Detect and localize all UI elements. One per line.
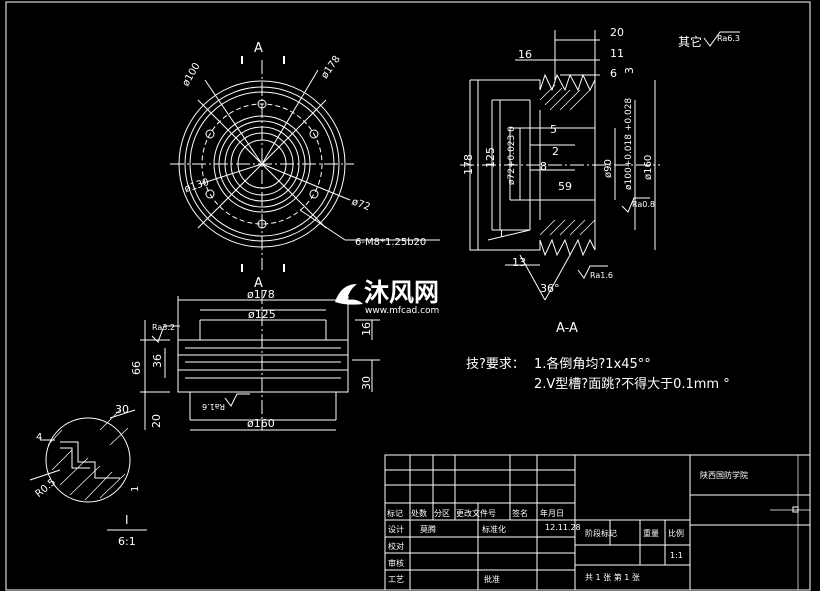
dim-36: 36 — [151, 354, 164, 368]
notes-line-2: 2.V型槽?面跳?不得大于0.1mm ° — [534, 376, 730, 392]
tb-standard: 标准化 — [482, 524, 506, 534]
title-block — [384, 454, 811, 591]
front-view — [140, 290, 380, 431]
notes-heading: 技?要求： — [466, 357, 525, 372]
tb-weight: 重量 — [643, 528, 659, 538]
dim-dia100-tol: ø100+0.018 +0.028 — [624, 98, 634, 190]
tb-approve: 批准 — [484, 574, 500, 584]
dim-3: 3 — [623, 67, 636, 74]
dim-dia178-front: ø178 — [247, 288, 275, 301]
tb-scale-value: 1:1 — [670, 551, 683, 560]
roughness-symbol-groove — [577, 265, 608, 279]
watermark-brand: 沐风网 — [364, 278, 439, 307]
tb-review: 审核 — [388, 558, 404, 568]
roughness-bore: Ra0.8 — [632, 200, 655, 209]
tb-stage: 阶段标记 — [585, 528, 617, 538]
dim-5: 5 — [550, 123, 557, 136]
tb-h-doc: 更改文件号 — [456, 508, 496, 518]
tb-design: 设计 — [388, 524, 404, 534]
dim-66: 66 — [130, 361, 143, 375]
notes-line-1: 1.各倒角均?1x45°° — [534, 356, 651, 372]
dim-13: 13 — [512, 256, 526, 269]
dim-dia125-front: ø125 — [248, 308, 276, 321]
dim-59: 59 — [558, 180, 572, 193]
section-mark-bottom: A — [254, 276, 263, 291]
section-title: A-A — [556, 321, 578, 336]
dim-11: 11 — [610, 47, 624, 60]
tb-h-date: 年月日 — [540, 508, 564, 518]
detail-dim-1: 1 — [130, 486, 141, 492]
dim-dia160-front: ø160 — [247, 417, 275, 430]
roughness-symbol-general — [703, 31, 740, 47]
watermark-url: www.mfcad.com — [365, 306, 439, 316]
detail-view — [29, 409, 147, 531]
detail-scale: 6:1 — [118, 535, 136, 548]
dim-20: 20 — [610, 26, 624, 39]
dim-16-front: 16 — [360, 322, 373, 336]
detail-dim-r05: R0.5 — [33, 477, 58, 500]
roughness-general: Ra6.3 — [717, 34, 740, 43]
section-mark-top: A — [254, 41, 263, 56]
detail-ref: I — [500, 229, 503, 240]
tb-h-sign: 签名 — [512, 508, 528, 518]
dim-125: 125 — [484, 147, 497, 168]
dim-16: 16 — [518, 48, 532, 61]
tb-designer: 莫腾 — [420, 524, 436, 534]
watermark: 沐风网 www.mfcad.com — [335, 278, 439, 316]
general-roughness-label: 其它 — [678, 34, 702, 49]
tb-school: 陕西国防学院 — [700, 470, 748, 480]
tb-scale-label: 比例 — [668, 528, 684, 538]
section-view — [460, 30, 660, 301]
tb-process: 工艺 — [388, 575, 404, 584]
tb-h-mark: 标记 — [387, 508, 403, 518]
detail-dim-30: 30 — [115, 403, 129, 416]
detail-dim-4: 4 — [36, 432, 42, 443]
dim-20-front: 20 — [150, 414, 163, 428]
dim-dia178-top: ø178 — [319, 54, 342, 81]
hole-note: 6-M8*1.25b20 — [355, 237, 426, 248]
roughness-front-top: Ra3.2 — [152, 323, 175, 332]
dim-36deg: 36° — [540, 282, 560, 295]
dim-dia72: ø72 — [350, 197, 371, 214]
dim-dia90: ø90 — [603, 159, 614, 178]
tb-sheets: 共 1 张 第 1 张 — [585, 572, 640, 582]
watermark-logo-icon — [335, 284, 363, 305]
dim-8: 8 — [540, 160, 547, 173]
tb-check: 校对 — [388, 541, 404, 551]
roughness-groove: Ra1.6 — [590, 271, 613, 280]
dim-30-front: 30 — [360, 376, 373, 390]
tb-h-zone: 分区 — [434, 509, 450, 518]
detail-label: I — [125, 513, 129, 527]
tb-date: 12.11.28 — [545, 523, 581, 532]
dim-178: 178 — [462, 154, 475, 175]
dim-dia72-tol: ø72+0.023 0 — [507, 126, 517, 185]
dim-dia160: ø160 — [643, 155, 654, 180]
tb-h-count: 处数 — [411, 508, 427, 518]
dim-6: 6 — [610, 67, 617, 80]
roughness-symbol-bore — [621, 197, 650, 213]
top-view — [170, 56, 440, 272]
dim-dia100: ø100 — [181, 61, 203, 88]
roughness-front-bottom: Ra1.6 — [202, 402, 225, 411]
dim-2: 2 — [552, 145, 559, 158]
